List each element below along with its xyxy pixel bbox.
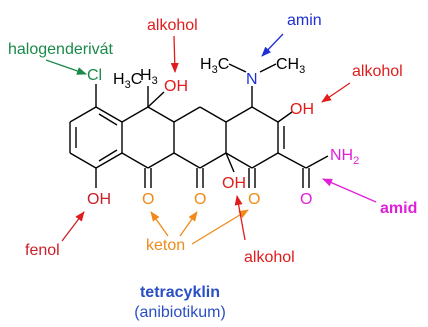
amide-nh2-atom: NH2 [330, 147, 359, 167]
keton-oxygen-1: O [142, 191, 154, 208]
methyl-ch3-label: H3 [140, 67, 158, 87]
label-fenol: fenol [25, 242, 60, 259]
bond-skeleton [69, 63, 329, 188]
methyl-group-label: H3C [113, 71, 142, 91]
n-methyl-left-label: H3C [200, 56, 229, 76]
atom-labels: Cl H3C H3 OH H3C N CH3 OH OH O O OH O NH… [87, 56, 359, 208]
n-methyl-right-label: CH3 [276, 56, 305, 76]
hydroxyl-right-atom: OH [290, 101, 314, 118]
hydroxyl-top-atom: OH [164, 78, 188, 95]
nitrogen-atom: N [246, 71, 258, 88]
compound-name: tetracyklin [140, 284, 220, 301]
label-alkohol-right: alkohol [352, 63, 403, 80]
label-halogenderivat: halogenderivát [8, 41, 114, 58]
hydroxyl-middle-atom: OH [222, 175, 246, 192]
label-amid: amid [380, 200, 417, 217]
phenol-hydroxyl-atom: OH [87, 191, 111, 208]
chlorine-atom: Cl [87, 67, 102, 84]
label-alkohol-top: alkohol [147, 17, 198, 34]
compound-subtitle: (anibiotikum) [134, 304, 226, 321]
label-alkohol-bottom: alkohol [244, 249, 295, 266]
keton-oxygen-3: O [248, 191, 260, 208]
label-keton: keton [146, 237, 185, 254]
annotations: halogenderivát alkohol amin alkohol amid… [8, 12, 417, 266]
label-amin: amin [287, 12, 322, 29]
keton-oxygen-2: O [194, 191, 206, 208]
amide-oxygen-atom: O [300, 191, 312, 208]
caption: tetracyklin (anibiotikum) [134, 284, 226, 321]
